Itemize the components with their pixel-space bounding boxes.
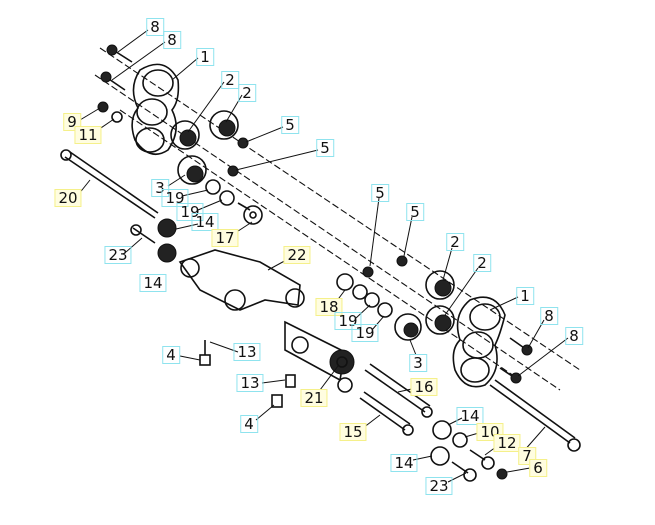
bushing-3-right: [394, 313, 422, 341]
bushing-2-left: [170, 110, 239, 150]
callout-8: 8: [540, 307, 558, 325]
pin-16: [364, 363, 433, 418]
callout-2: 2: [221, 71, 239, 89]
callout-5: 5: [371, 184, 389, 202]
nut-5: [227, 165, 239, 177]
callout-2: 2: [238, 84, 256, 102]
callout-1: 1: [196, 48, 214, 66]
grease-fitting-4b: [271, 394, 283, 408]
callout-18: 18: [315, 298, 343, 316]
washer-14: [157, 243, 177, 263]
nut-5-right: [362, 266, 374, 278]
washer-14-right: [430, 446, 450, 466]
callout-14: 14: [139, 274, 167, 292]
o-ring-19: [205, 179, 221, 195]
callout-19: 19: [351, 324, 379, 342]
spacer-17: [237, 202, 263, 225]
washer-14: [157, 218, 177, 238]
callout-4: 4: [240, 415, 258, 433]
callout-13: 13: [233, 343, 261, 361]
o-ring-19-right: [377, 302, 393, 318]
callout-8: 8: [163, 31, 181, 49]
callout-8: 8: [146, 18, 164, 36]
callout-5: 5: [316, 139, 334, 157]
callout-3: 3: [151, 179, 169, 197]
bushing-3-core: [186, 165, 204, 183]
callout-12: 12: [493, 434, 521, 452]
callout-8: 8: [565, 327, 583, 345]
nut-10: [452, 432, 468, 448]
bracket-1-right: [452, 296, 506, 388]
callout-1: 1: [516, 287, 534, 305]
callout-13: 13: [236, 374, 264, 392]
bolt-23-left: [130, 224, 156, 244]
callout-11: 11: [74, 126, 102, 144]
callout-2: 2: [473, 254, 491, 272]
callout-5: 5: [406, 203, 424, 221]
bolt-20: [60, 149, 159, 219]
callout-19: 19: [176, 203, 204, 221]
grease-fitting-13: [285, 374, 296, 388]
spacer-12: [469, 449, 495, 470]
nut-5: [237, 137, 249, 149]
nut-6: [496, 468, 508, 480]
nut-5-right: [396, 255, 408, 267]
callout-5: 5: [281, 116, 299, 134]
bushing-2-right: [425, 270, 455, 335]
washer-11: [111, 111, 123, 123]
o-ring-19-right: [364, 292, 380, 308]
bolt-7: [489, 379, 581, 452]
callout-19: 19: [334, 312, 362, 330]
bolt-23-right: [451, 461, 477, 482]
callout-6: 6: [529, 459, 547, 477]
callout-2: 2: [446, 233, 464, 251]
nut-9: [97, 101, 109, 113]
callout-23: 23: [104, 246, 132, 264]
callout-14: 14: [390, 454, 418, 472]
callout-14: 14: [456, 407, 484, 425]
callout-21: 21: [300, 389, 328, 407]
washer-14-right: [432, 420, 452, 440]
arm-22: [178, 249, 305, 311]
grease-fitting-4: [199, 340, 211, 366]
callout-23: 23: [425, 477, 453, 495]
callout-14: 14: [191, 213, 219, 231]
pin-15: [359, 391, 414, 436]
bracket-1-left: [131, 63, 180, 156]
o-ring-19: [219, 190, 235, 206]
callout-3: 3: [409, 354, 427, 372]
callout-15: 15: [339, 423, 367, 441]
callout-19: 19: [161, 189, 189, 207]
callout-20: 20: [54, 189, 82, 207]
callout-22: 22: [283, 246, 311, 264]
leader-lines: [77, 29, 569, 483]
callout-4: 4: [162, 346, 180, 364]
callout-17: 17: [211, 229, 239, 247]
axis-line: [119, 109, 521, 381]
bushing-3: [177, 155, 207, 185]
bolt-8-right: [499, 337, 533, 384]
bolt-8-left: [100, 44, 133, 91]
callout-16: 16: [410, 378, 438, 396]
